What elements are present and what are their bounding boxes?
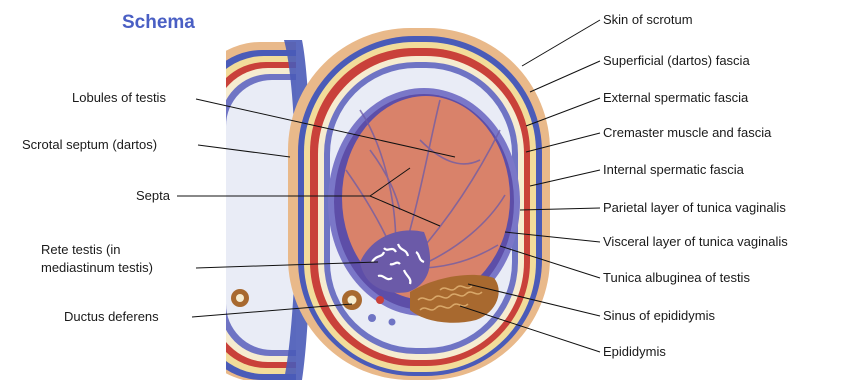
label-internal-spermatic-fascia: Internal spermatic fascia — [603, 162, 744, 178]
label-epididymis: Epididymis — [603, 344, 666, 360]
label-skin-of-scrotum: Skin of scrotum — [603, 12, 693, 28]
label-rete-testis-line2: mediastinum testis) — [41, 260, 153, 276]
label-parietal-layer: Parietal layer of tunica vaginalis — [603, 200, 786, 216]
label-tunica-albuginea: Tunica albuginea of testis — [603, 270, 750, 286]
label-superficial-fascia: Superficial (dartos) fascia — [603, 53, 750, 69]
label-sinus-of-epididymis: Sinus of epididymis — [603, 308, 715, 324]
label-scrotal-septum: Scrotal septum (dartos) — [22, 137, 157, 153]
label-external-spermatic-fascia: External spermatic fascia — [603, 90, 748, 106]
label-visceral-layer: Visceral layer of tunica vaginalis — [603, 234, 788, 250]
label-septa: Septa — [136, 188, 170, 204]
label-cremaster-muscle: Cremaster muscle and fascia — [603, 125, 771, 141]
label-ductus-deferens: Ductus deferens — [64, 309, 159, 325]
label-lobules-of-testis: Lobules of testis — [72, 90, 166, 106]
label-rete-testis-line1: Rete testis (in — [41, 242, 120, 258]
